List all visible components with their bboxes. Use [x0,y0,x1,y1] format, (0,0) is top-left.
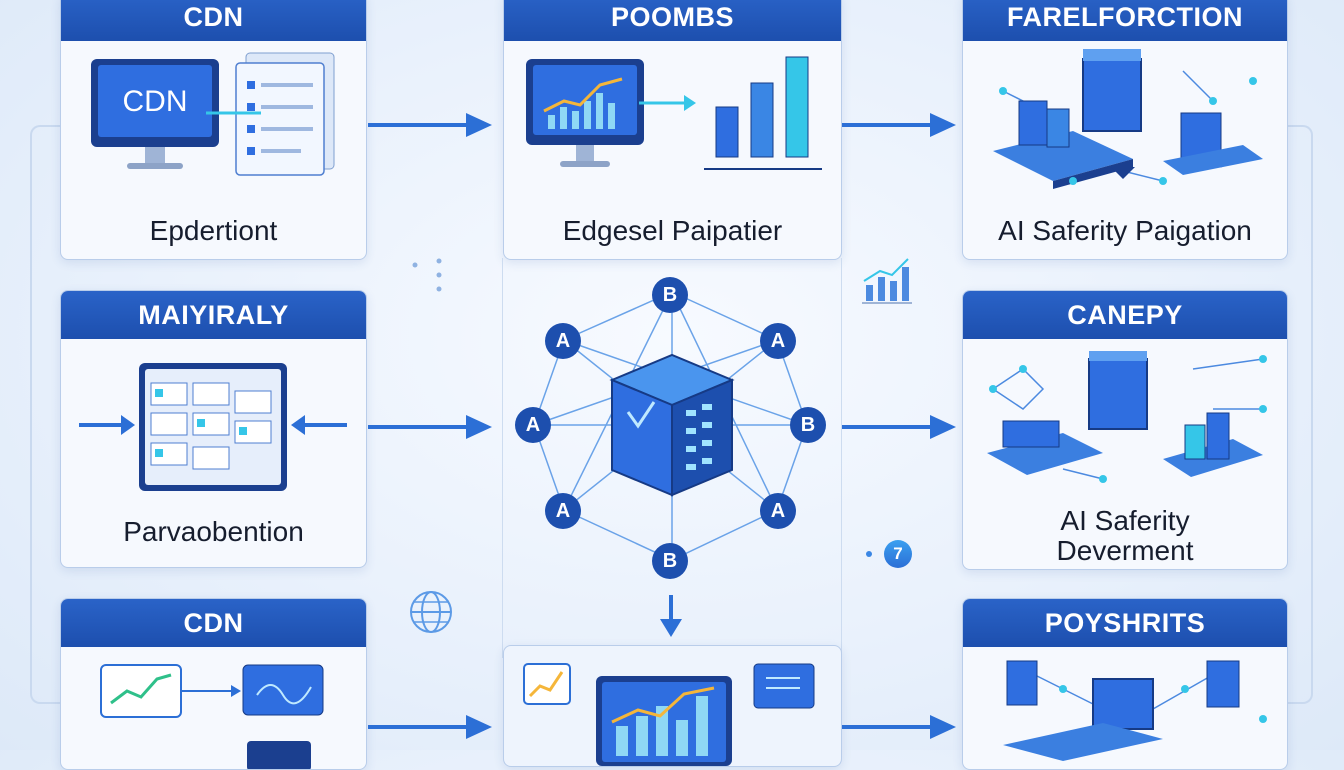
decorative-dots [412,258,442,292]
card-label-line1: AI Saferity [1060,505,1190,536]
analytics-monitor-illustration [526,56,822,170]
central-network-diagram [533,291,808,561]
card-label: Epdertiont [149,215,278,246]
card-title: CDN [61,0,366,41]
number-badge: 7 [884,540,912,568]
mini-bar-chart-icon [862,258,912,304]
monitor-cdn-text: CDN [123,85,188,118]
card-bottom-center-dashboard [503,645,842,767]
card-top-right-farelforction: FARELFORCTION AI Saferity Paigation [962,0,1288,260]
server-network-illustration [1003,660,1267,761]
card-top-center-poombs: POOMBS Edgesel Paipatier [503,0,842,260]
network-node-lower-left: A [545,493,581,529]
card-title: POOMBS [504,0,841,41]
arrow-top-center-to-right [842,113,956,137]
card-title: CDN [61,599,366,647]
left-connector-line [30,125,62,704]
card-bottom-right-poyshrits: POYSHRITS [962,598,1288,770]
network-node-top: B [652,277,688,313]
network-node-upper-right: A [760,323,796,359]
server-network-illustration [993,49,1263,189]
arrow-mid-left-to-center [368,415,492,439]
network-node-lower-right: A [760,493,796,529]
card-label: AI Saferity Paigation [998,215,1252,246]
card-label: Edgesel Paipatier [562,215,783,246]
card-label-line2: Deverment [1056,535,1194,566]
card-title: CANEPY [963,291,1287,339]
network-node-left: A [515,407,551,443]
arrow-top-left-to-center [368,113,492,137]
globe-icon [410,591,452,633]
card-title: MAIYIRALY [61,291,366,339]
analytics-flow-illustration [100,664,324,769]
card-title: FARELFORCTION [963,0,1287,41]
network-node-right: B [790,407,826,443]
card-bottom-left-cdn: CDN [60,598,367,770]
dashboard-panel-illustration [79,363,347,491]
card-label: Parvaobention [123,516,304,547]
network-node-bottom: B [652,543,688,579]
center-column-panel [502,258,842,658]
cdn-monitor-illustration: CDN [91,52,335,176]
card-title: POYSHRITS [963,599,1287,647]
arrow-bottom-left-to-center [368,715,492,739]
card-mid-left-maiyiraly: MAIYIRALY Parvaobention [60,290,367,568]
dashboard-monitor-illustration [523,663,815,766]
network-node-upper-left: A [545,323,581,359]
right-connector-line [1285,125,1313,704]
arrow-center-to-bottom-right [842,715,956,739]
small-dot [866,551,872,557]
card-mid-right-canepy: CANEPY AI Saferity Deverment [962,290,1288,570]
down-arrow [660,595,682,637]
arrow-center-to-mid-right [842,415,956,439]
hub-server-cube [609,353,735,497]
server-network-illustration [987,351,1267,483]
card-top-left-cdn: CDN CDN Epdertiont [60,0,367,260]
